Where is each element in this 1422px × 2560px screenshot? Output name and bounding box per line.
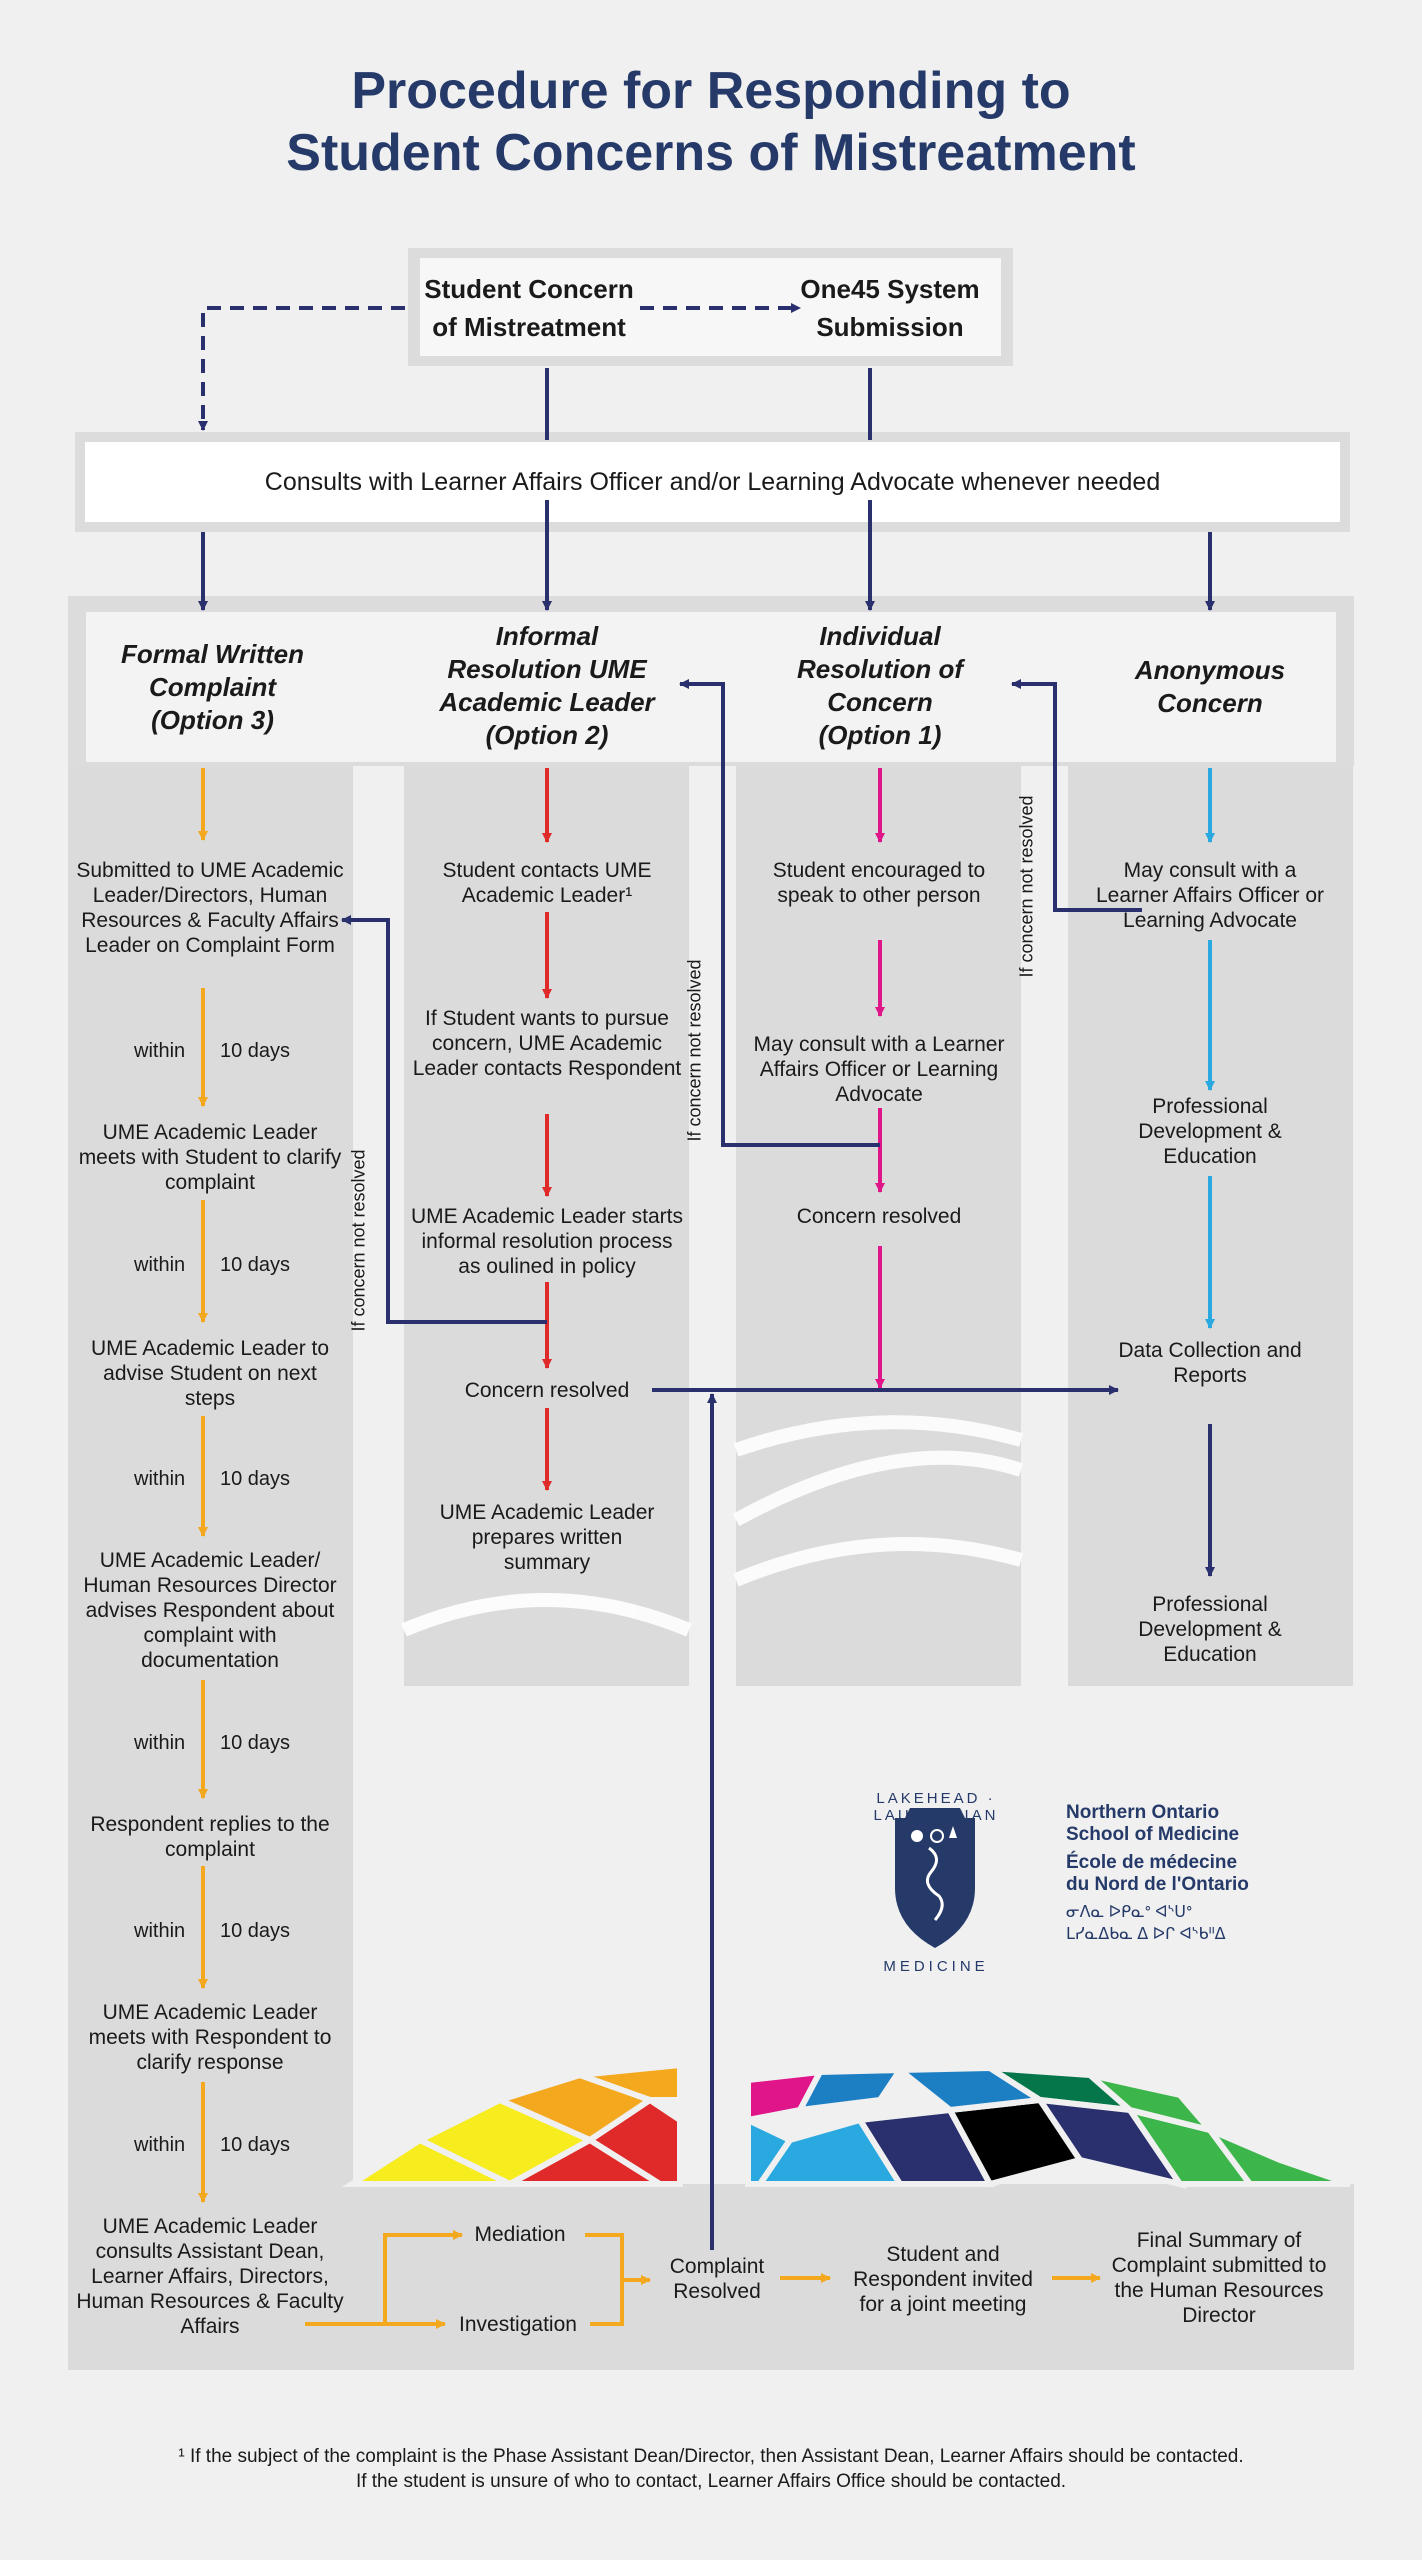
informal-step-1: Student contacts UME Academic Leader¹ — [442, 859, 652, 907]
logo-line-1: Northern Ontario — [1066, 1802, 1220, 1823]
days-label-4: 10 days — [220, 1732, 291, 1754]
formal-step-1: Submitted to UME Academic Leader/Directo… — [76, 859, 344, 957]
label-not-resolved-anonymous: If concern not resolved — [1016, 795, 1037, 978]
days-label-1: 10 days — [220, 1040, 291, 1062]
days-label-2: 10 days — [220, 1254, 291, 1276]
anonymous-step-2: Professional Development & Education — [1138, 1095, 1282, 1168]
header-formal: Formal Written Complaint (Option 3) — [121, 639, 304, 735]
header-band — [86, 612, 1336, 762]
days-label-6: 10 days — [220, 2134, 291, 2156]
label-not-resolved-individual: If concern not resolved — [684, 959, 705, 1142]
node-one45-submission: One45 System Submission — [800, 274, 980, 342]
footnote-line-1: ¹ If the subject of the complaint is the… — [178, 2446, 1244, 2467]
header-informal: Informal Resolution UME Academic Leader … — [439, 621, 655, 750]
individual-step-2: May consult with a Learner Affairs Offic… — [753, 1033, 1005, 1106]
logo-line-5: ᓂᐱᓇ ᐅᑭᓇᐤ ᐊᔅᑌᐤ — [1066, 1904, 1193, 1921]
node-joint-meeting: Student and Respondent invited for a joi… — [853, 2243, 1033, 2316]
anonymous-step-1: May consult with a Learner Affairs Offic… — [1096, 859, 1324, 932]
days-label-5: 10 days — [220, 1920, 291, 1942]
logo-text: Northern Ontario School of Medicine Écol… — [1066, 1802, 1306, 1946]
formal-step-3: UME Academic Leader to advise Student on… — [90, 1337, 330, 1410]
informal-step-4: Concern resolved — [464, 1379, 630, 1402]
column-formal-bg — [68, 766, 353, 2370]
label-not-resolved-formal: If concern not resolved — [348, 1149, 369, 1332]
header-individual: Individual Resolution of Concern (Option… — [796, 621, 964, 750]
within-label-3: within — [134, 1468, 186, 1490]
informal-step-3: UME Academic Leader starts informal reso… — [411, 1205, 683, 1278]
title-line-1: Procedure for Responding to — [351, 62, 1071, 120]
within-label-5: within — [134, 1920, 186, 1942]
decorative-swoosh — [401, 1415, 1024, 1637]
consult-band: Consults with Learner Affairs Officer an… — [85, 442, 1340, 522]
formal-step-7: UME Academic Leader consults Assistant D… — [76, 2215, 344, 2338]
formal-step-2: UME Academic Leader meets with Student t… — [78, 1121, 342, 1194]
node-final-summary: Final Summary of Complaint submitted to … — [1111, 2229, 1327, 2327]
days-label-3: 10 days — [220, 1468, 291, 1490]
within-label-4: within — [134, 1732, 186, 1754]
formal-step-5: Respondent replies to the complaint — [90, 1813, 330, 1861]
logo-line-6: ᒪᓯᓇᐃᑲᓇ ᐃ ᐅᒋ ᐊᔅᑲᐦᐃ — [1066, 1926, 1226, 1943]
column-individual-bg — [736, 766, 1021, 1686]
formal-step-6: UME Academic Leader meets with Responden… — [88, 2001, 332, 2074]
footnote-line-2: If the student is unsure of who to conta… — [355, 2471, 1067, 2492]
within-label-1: within — [134, 1040, 186, 1062]
nosm-logo — [895, 1808, 975, 1948]
node-mediation: Mediation — [474, 2223, 566, 2246]
within-label-6: within — [134, 2134, 186, 2156]
logo-line-4: du Nord de l'Ontario — [1066, 1874, 1249, 1895]
individual-step-1: Student encouraged to speak to other per… — [772, 859, 986, 907]
node-complaint-resolved: Complaint Resolved — [669, 2255, 765, 2303]
individual-step-3: Concern resolved — [796, 1205, 962, 1228]
page-title: Procedure for Responding to Student Conc… — [0, 60, 1422, 184]
node-investigation: Investigation — [459, 2313, 577, 2336]
anonymous-step-4: Professional Development & Education — [1138, 1593, 1282, 1666]
logo-ring-bottom: MEDICINE — [883, 1958, 989, 1975]
informal-step-5: UME Academic Leader prepares written sum… — [439, 1501, 655, 1574]
formal-step-4: UME Academic Leader/ Human Resources Dir… — [83, 1549, 337, 1672]
header-anonymous: Anonymous Concern — [1134, 655, 1286, 718]
title-line-2: Student Concerns of Mistreatment — [286, 124, 1136, 182]
logo-ring-top: LAKEHEAD · LAURENTIAN — [873, 1790, 999, 1824]
within-label-2: within — [134, 1254, 186, 1276]
anonymous-step-3: Data Collection and Reports — [1118, 1339, 1302, 1387]
logo-line-2: School of Medicine — [1066, 1824, 1240, 1845]
logo-line-3: École de médecine — [1066, 1852, 1238, 1873]
informal-step-2: If Student wants to pursue concern, UME … — [412, 1007, 682, 1080]
decorative-color-dome — [341, 2061, 1351, 2189]
node-student-concern: Student Concern of Mistreatment — [424, 274, 634, 342]
footnote: ¹ If the subject of the complaint is the… — [0, 2444, 1422, 2494]
